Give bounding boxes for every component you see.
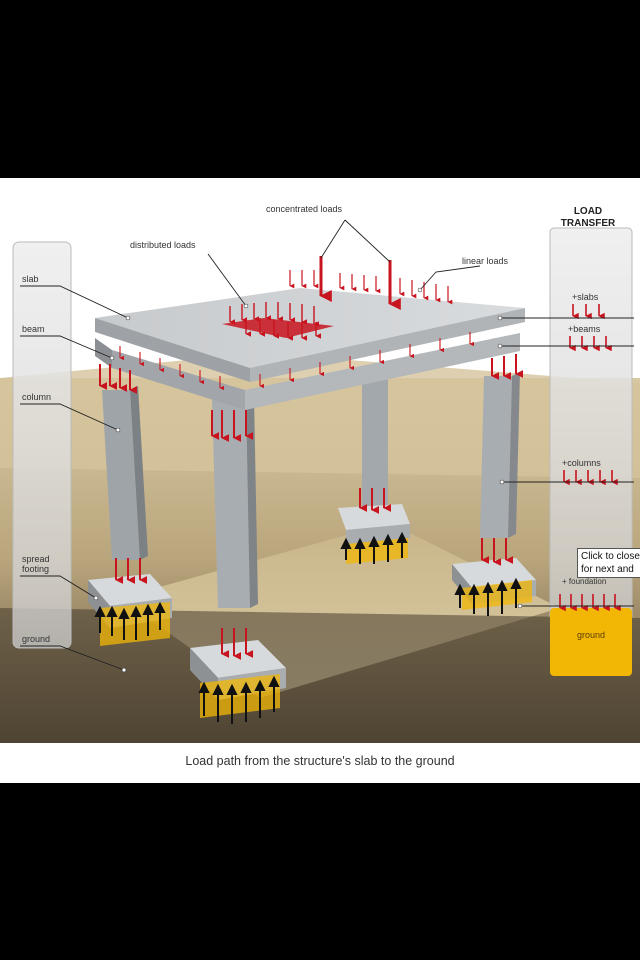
label-spread-footing-line1: spread	[22, 554, 50, 564]
concentrated-load-arrows	[319, 256, 401, 310]
linear-load-arrows	[289, 270, 453, 305]
distributed-load-arrows	[229, 302, 322, 341]
load-transfer-title: LOAD TRANSFER	[548, 206, 628, 230]
label-concentrated-loads: concentrated loads	[266, 204, 343, 214]
ground-reaction-arrows	[94, 531, 522, 724]
label-beam: beam	[22, 324, 45, 334]
column-load-arrows	[99, 354, 524, 660]
transfer-label-slabs: +slabs	[572, 292, 599, 302]
tooltip-line1: Click to close	[581, 551, 640, 562]
leader-lines	[20, 219, 634, 671]
label-column: column	[22, 392, 52, 402]
ground-soil	[0, 353, 640, 743]
columns	[102, 372, 520, 608]
slab-and-beams	[95, 288, 525, 410]
transfer-label-beams: +beams	[568, 324, 601, 334]
transfer-label-foundation: + foundation	[562, 577, 607, 586]
beam-load-arrows	[119, 332, 474, 391]
left-label-panel	[12, 241, 72, 649]
figure-caption: Load path from the structure's slab to t…	[185, 754, 455, 768]
load-transfer-title-line2: TRANSFER	[560, 218, 616, 229]
tooltip-line2: for next and	[581, 564, 634, 575]
transfer-label-columns: +columns	[562, 458, 601, 468]
load-transfer-panel	[549, 227, 633, 676]
diagram-panel: LOAD TRANSFER concentrated loads distrib…	[0, 178, 640, 783]
label-spread-footing: spread footing	[22, 554, 50, 574]
close-tooltip[interactable]: Click to close for next and	[577, 548, 640, 578]
leader-dots	[93, 287, 523, 673]
load-transfer-title-line1: LOAD	[573, 206, 603, 217]
label-linear-loads: linear loads	[462, 256, 509, 266]
label-slab: slab	[22, 274, 39, 284]
label-spread-footing-line2: footing	[22, 564, 50, 574]
label-distributed-loads: distributed loads	[130, 240, 196, 250]
label-ground: ground	[22, 634, 51, 644]
transfer-label-ground: ground	[576, 630, 606, 640]
load-transfer-diagram	[0, 219, 640, 743]
